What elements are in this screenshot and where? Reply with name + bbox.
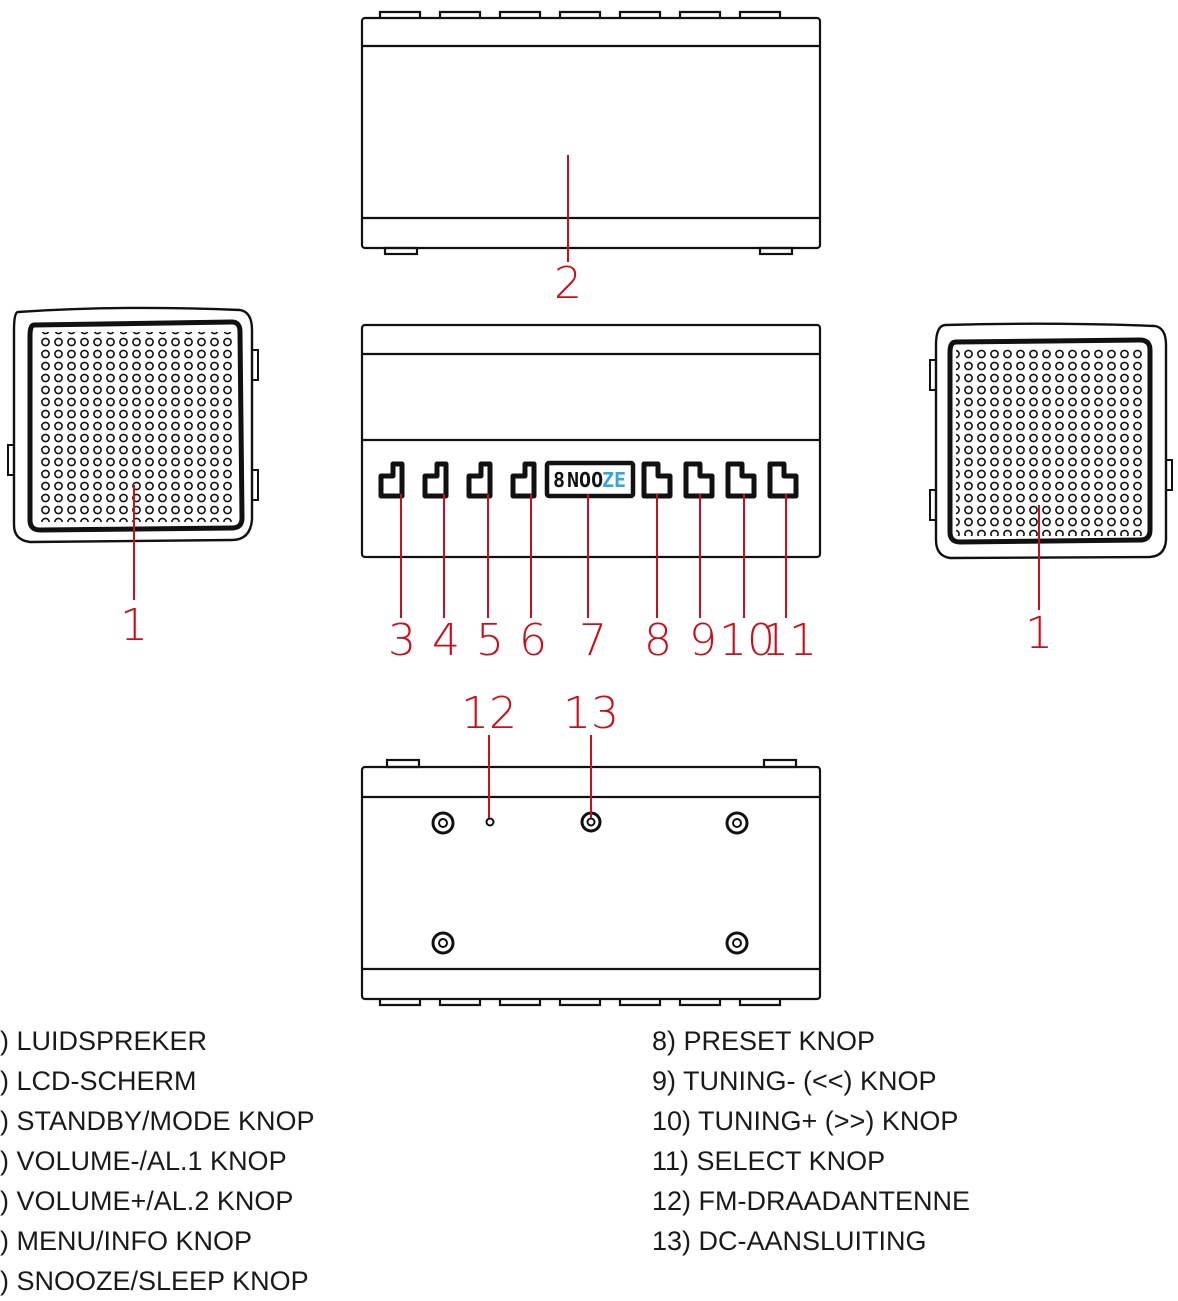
callout-7: 7 [579,615,607,666]
volume-down-button-shape [422,461,449,499]
fm-antenna-hole [485,817,495,827]
callout-3: 3 [388,615,416,666]
lcd-display: 8 NOO ZE [544,460,636,499]
callout-8: 8 [644,615,672,666]
buttons-left [378,461,537,499]
front-view [360,323,822,559]
callout-2: 2 [554,258,582,309]
legend-item-6: ) MENU/INFO KNOP [0,1226,253,1256]
buttons-right [641,461,799,499]
device-diagram: 8 NOO ZE [7,10,1173,1007]
tuning-down-button-shape [683,461,715,499]
leader-lines [133,155,1040,818]
legend-item-10: 10) TUNING+ (>>) KNOP [652,1106,959,1136]
callout-5: 5 [476,615,504,666]
right-speaker [929,322,1173,560]
callout-13: 13 [563,688,619,739]
legend-item-1: ) LUIDSPREKER [0,1026,208,1056]
callout-4: 4 [432,615,460,666]
callout-1-left: 1 [120,600,148,651]
left-speaker [7,306,259,544]
standby-mode-button-shape [378,461,405,499]
preset-button-shape [641,461,673,499]
legend-left: ) LUIDSPREKER ) LCD-SCHERM ) STANDBY/MOD… [0,1021,315,1301]
select-button-shape [767,461,799,499]
legend-item-11: 11) SELECT KNOP [652,1146,886,1176]
legend-right: 8) PRESET KNOP 9) TUNING- (<<) KNOP 10) … [652,1021,970,1261]
legend-item-5: ) VOLUME+/AL.2 KNOP [0,1186,294,1216]
legend-item-12: 12) FM-DRAADANTENNE [652,1186,971,1216]
tuning-up-button-shape [725,461,757,499]
callout-numbers: 2 1 1 3 4 5 6 7 8 9 10 11 12 13 [120,258,1053,739]
callout-11: 11 [761,615,817,666]
top-view [360,10,822,256]
legend-item-7: ) SNOOZE/SLEEP KNOP [0,1266,309,1296]
callout-12: 12 [461,688,517,739]
lcd-text-b: ZE [602,468,626,492]
lcd-text-a: NOO [567,468,603,492]
volume-up-button-shape [466,461,493,499]
legend-item-8: 8) PRESET KNOP [652,1026,876,1056]
lcd-digit: 8 [553,468,565,492]
callout-1-right: 1 [1025,608,1053,659]
legend-item-2: ) LCD-SCHERM [0,1066,197,1096]
callout-10: 10 [719,615,775,666]
menu-info-button-shape [510,461,537,499]
callout-6: 6 [519,615,547,666]
callout-9: 9 [689,615,717,666]
legend-item-3: ) STANDBY/MODE KNOP [0,1106,315,1136]
legend-item-4: ) VOLUME-/AL.1 KNOP [0,1146,287,1176]
legend-item-13: 13) DC-AANSLUITING [652,1226,927,1256]
legend-item-9: 9) TUNING- (<<) KNOP [652,1066,937,1096]
screw-holes [431,811,749,955]
